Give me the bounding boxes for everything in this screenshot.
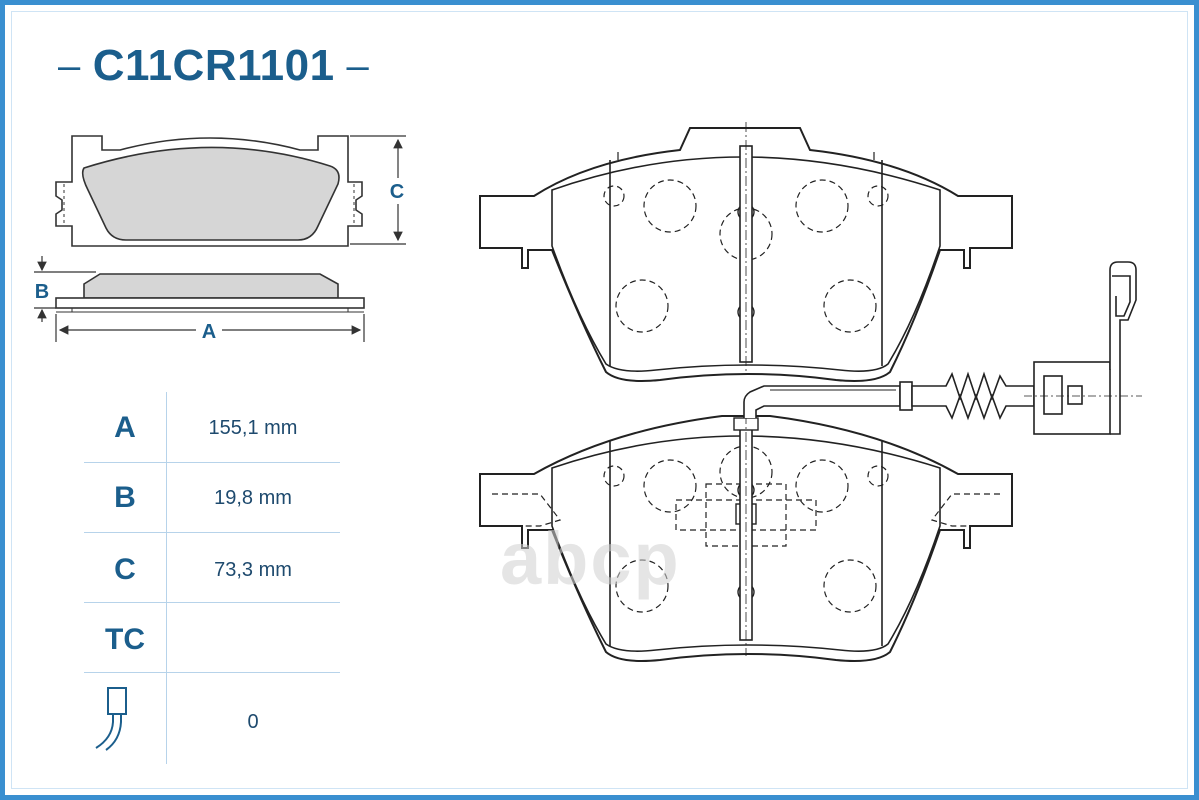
spec-value: 73,3 mm [214, 558, 292, 581]
part-number: C11CR1101 [92, 41, 335, 90]
dimension-a [55, 314, 365, 342]
pad-lower-drawing [479, 396, 1013, 662]
spec-key: TC [105, 623, 145, 656]
spec-key: B [114, 481, 136, 514]
pad-side-view [55, 273, 365, 313]
wear-sensor-cable [743, 261, 1142, 435]
spec-row-tc: TC [84, 612, 340, 668]
title-dash-left: – [58, 43, 81, 88]
spec-table-divider [166, 392, 167, 764]
spec-row-sensor: 0 [84, 694, 340, 750]
spec-row-separator [84, 672, 340, 673]
spec-key: C [114, 553, 136, 586]
dimension-a-label: A [202, 321, 216, 343]
pad-upper-drawing [479, 122, 1013, 382]
spec-row-separator [84, 462, 340, 463]
part-number-title: – C11CR1101 – [46, 38, 381, 94]
spec-value: 155,1 mm [208, 416, 298, 439]
spec-value: 0 [247, 710, 259, 733]
spec-row-a: A 155,1 mm [84, 400, 340, 456]
spec-row-separator [84, 602, 340, 603]
title-dash-right: – [346, 43, 370, 88]
spec-row-b: B 19,8 mm [84, 470, 340, 526]
dimension-c [350, 135, 406, 245]
dimension-c-label: C [390, 181, 404, 203]
dimension-b [34, 256, 96, 322]
page-frame-inner [11, 11, 1188, 789]
spec-key: A [114, 411, 136, 444]
wear-sensor-icon [95, 687, 127, 751]
spec-value: 19,8 mm [214, 486, 292, 509]
dimension-b-label: B [35, 281, 49, 303]
pad-front-view [55, 135, 363, 247]
spec-row-c: C 73,3 mm [84, 542, 340, 598]
watermark: abcp [500, 517, 681, 600]
spec-row-separator [84, 532, 340, 533]
